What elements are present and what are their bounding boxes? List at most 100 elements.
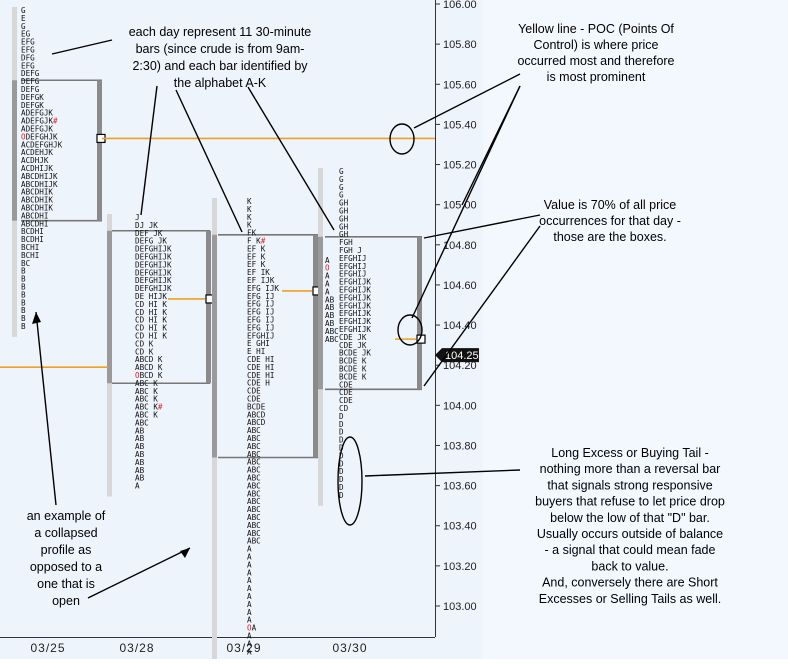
tpo-row: DEFGHIJK: [135, 276, 172, 285]
tpo-row: ACDEFGHJK: [21, 140, 63, 149]
tpo-row: K: [247, 205, 252, 214]
tpo-row: DEFGHIJK: [135, 268, 172, 277]
right-panel-background: [483, 0, 788, 659]
tpo-side-row: O: [325, 264, 330, 273]
callout-line: [175, 89, 243, 233]
annotation-tail-text: Long Excess or Buying Tail -: [551, 446, 709, 460]
tpo-row: EFGHIJK: [339, 325, 371, 334]
tpo-row: EFGHIJK: [339, 317, 371, 326]
tpo-row: D: [339, 459, 344, 468]
value-area-bar: [206, 230, 211, 384]
tpo-row: EFG: [21, 46, 35, 55]
annotation-days-text: bars (since crude is from 9am-: [136, 42, 305, 56]
y-tick-label: 105.40: [443, 119, 477, 131]
tpo-row: G: [339, 175, 344, 184]
y-tick-label: 104.40: [443, 320, 477, 332]
tpo-row: GH: [339, 222, 349, 231]
tpo-row: DEFG: [21, 77, 40, 86]
callout-line: [51, 39, 113, 55]
tpo-row: ABCDHI: [21, 219, 48, 228]
x-date-label: 03/28: [119, 641, 154, 655]
tpo-row: ABC K#: [135, 403, 163, 412]
tpo-row: CDE: [247, 395, 261, 404]
tpo-row: GH: [339, 207, 349, 216]
y-tick-label: 104.60: [443, 280, 477, 292]
tpo-row: EFG IJK: [247, 284, 279, 293]
tpo-row: A: [135, 482, 140, 491]
annotation-tail-text: that signals strong responsive: [547, 478, 712, 492]
y-tick-label: 103.60: [443, 481, 477, 493]
annotation-tail-text: buyers that refuse to let price drop: [535, 495, 725, 509]
y-tick-label: 103.80: [443, 440, 477, 452]
tpo-row: ABCD: [247, 410, 266, 419]
tpo-row: FGH J: [339, 246, 362, 255]
tpo-row: ABC: [247, 529, 261, 538]
tpo-row: AB: [135, 426, 145, 435]
tpo-row: D: [339, 491, 344, 500]
tpo-row: ABC: [247, 474, 261, 483]
tpo-row: D: [339, 475, 344, 484]
tpo-row: EFGHIJK: [339, 301, 371, 310]
annotation-collapsed-text: profile as: [41, 543, 92, 557]
tpo-row: BC: [21, 259, 30, 268]
tpo-row: ODEFGHJK: [21, 132, 58, 141]
tpo-row: ABCD K: [135, 355, 163, 364]
tpo-row: ABC: [247, 489, 261, 498]
tpo-side-row: A: [325, 272, 330, 281]
y-tick-label: 103.20: [443, 561, 477, 573]
annotation-poc-text: Yellow line - POC (Points Of: [518, 22, 674, 36]
arrow-head: [32, 312, 41, 324]
tpo-row: ABC K: [135, 411, 158, 420]
tpo-row: BCDHI: [21, 235, 44, 244]
tpo-row: EFG IJ: [247, 323, 274, 332]
tpo-row: DEFG JK: [135, 237, 167, 246]
tpo-row: EF IJK: [247, 276, 275, 285]
tpo-row: ACDHIJK: [21, 164, 53, 173]
tpo-row: AB: [135, 450, 145, 459]
tpo-row: GH: [339, 214, 349, 223]
tpo-row: E GHI: [247, 339, 270, 348]
tpo-row: CD HI K: [135, 308, 167, 317]
tpo-row: EFGHIJK: [339, 309, 371, 318]
tpo-row: EFG: [21, 61, 35, 70]
tpo-row: ADEFGJK#: [21, 117, 58, 126]
value-area-bar: [417, 236, 422, 390]
tpo-row: AB: [135, 474, 145, 483]
tpo-row: CD K: [135, 347, 154, 356]
range-bar-value: [318, 236, 323, 390]
y-tick-label: 103.40: [443, 521, 477, 533]
callout-line: [364, 469, 521, 477]
tpo-row: CDE HI: [247, 363, 274, 372]
tpo-side-row: A: [325, 279, 330, 288]
tpo-row: D: [339, 436, 344, 445]
y-tick-label: 104.80: [443, 240, 477, 252]
tpo-side-row: ABC: [325, 335, 339, 344]
tpo-row: BCHI: [21, 243, 39, 252]
annotation-tail-text: below the low of that "D" bar.: [550, 511, 710, 525]
tpo-row: ABCD K: [135, 363, 163, 372]
tpo-row: EF IK: [247, 268, 270, 277]
x-date-label: 03/25: [30, 641, 65, 655]
tpo-row: BCDE JK: [339, 349, 371, 358]
tpo-row: AB: [135, 434, 145, 443]
tpo-row: ABC: [247, 442, 261, 451]
tpo-row: D: [339, 420, 344, 429]
tpo-row: A: [247, 568, 252, 577]
tpo-row: A: [247, 545, 252, 554]
annotation-poc-text: occurred most and therefore: [517, 54, 674, 68]
tpo-row: ABCDHI: [21, 211, 48, 220]
tpo-side-row: ABC: [325, 327, 339, 336]
tpo-side-row: AB: [325, 319, 335, 328]
tpo-row: EFG IJ: [247, 316, 274, 325]
tpo-row: OBCD K: [135, 371, 163, 380]
tpo-row: ABCDHIK: [21, 196, 53, 205]
annotation-collapsed-text: open: [52, 594, 80, 608]
tpo-row: ADEFGJK: [21, 125, 53, 134]
annotation-value-text: those are the boxes.: [553, 230, 666, 244]
tpo-row: BCDE K: [339, 365, 367, 374]
tpo-side-row: AB: [325, 303, 335, 312]
y-tick-label: 103.00: [443, 601, 477, 613]
y-tick-label: 105.20: [443, 160, 477, 172]
annotation-tail-text: Excesses or Selling Tails as well.: [539, 592, 721, 606]
tpo-row: ABCDHIK: [21, 188, 53, 197]
